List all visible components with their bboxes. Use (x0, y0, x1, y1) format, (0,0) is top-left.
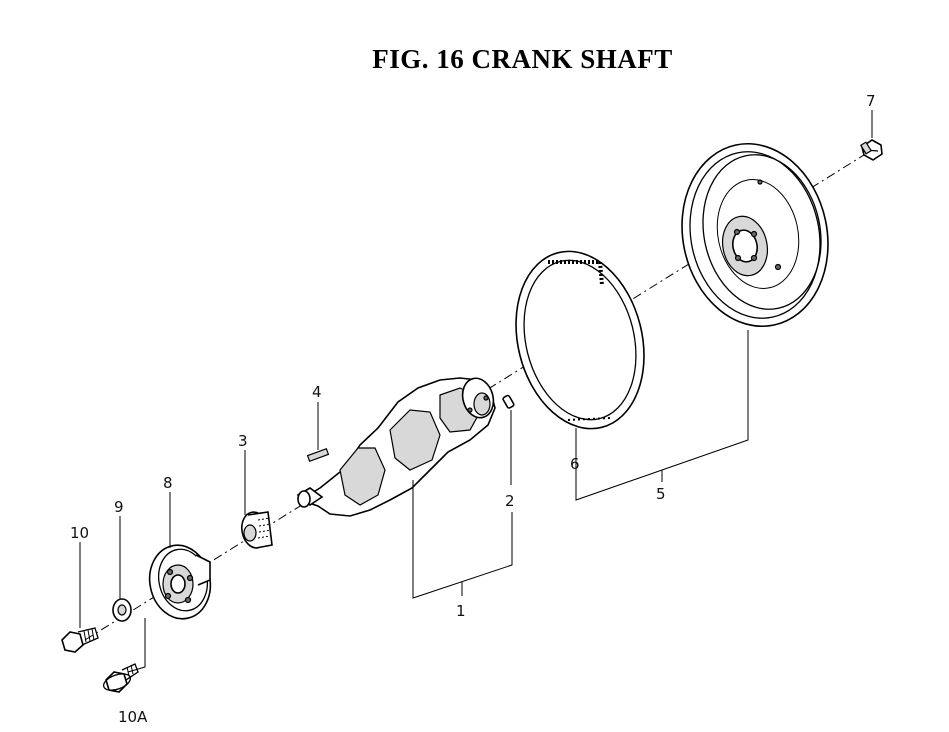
crank-key[interactable] (306, 447, 330, 463)
bracket-10a (127, 618, 146, 673)
flywheel[interactable] (665, 130, 844, 340)
crankshaft[interactable] (296, 375, 498, 517)
bracket-1 (412, 480, 513, 599)
callout-8: 8 (163, 474, 173, 492)
crankshaft-pulley[interactable] (143, 540, 217, 625)
callout-10a: 10A (118, 708, 148, 726)
callout-7: 7 (866, 92, 876, 110)
ring-gear[interactable] (498, 238, 662, 443)
figure-title: FIG. 16 CRANK SHAFT (372, 44, 673, 74)
crankshaft-gear[interactable] (239, 510, 273, 550)
dowel-pin[interactable] (502, 394, 515, 409)
callout-9: 9 (114, 498, 124, 516)
pulley-bolt[interactable] (61, 627, 99, 653)
callout-6: 6 (570, 455, 580, 473)
flange-bolt[interactable] (101, 663, 139, 693)
callout-2: 2 (505, 492, 515, 510)
callout-10: 10 (70, 524, 89, 542)
callout-5: 5 (656, 485, 666, 503)
callout-4: 4 (312, 383, 322, 401)
washer[interactable] (112, 598, 132, 622)
callout-3: 3 (238, 432, 248, 450)
flywheel-bolt[interactable] (859, 139, 883, 161)
callout-1: 1 (456, 602, 466, 620)
